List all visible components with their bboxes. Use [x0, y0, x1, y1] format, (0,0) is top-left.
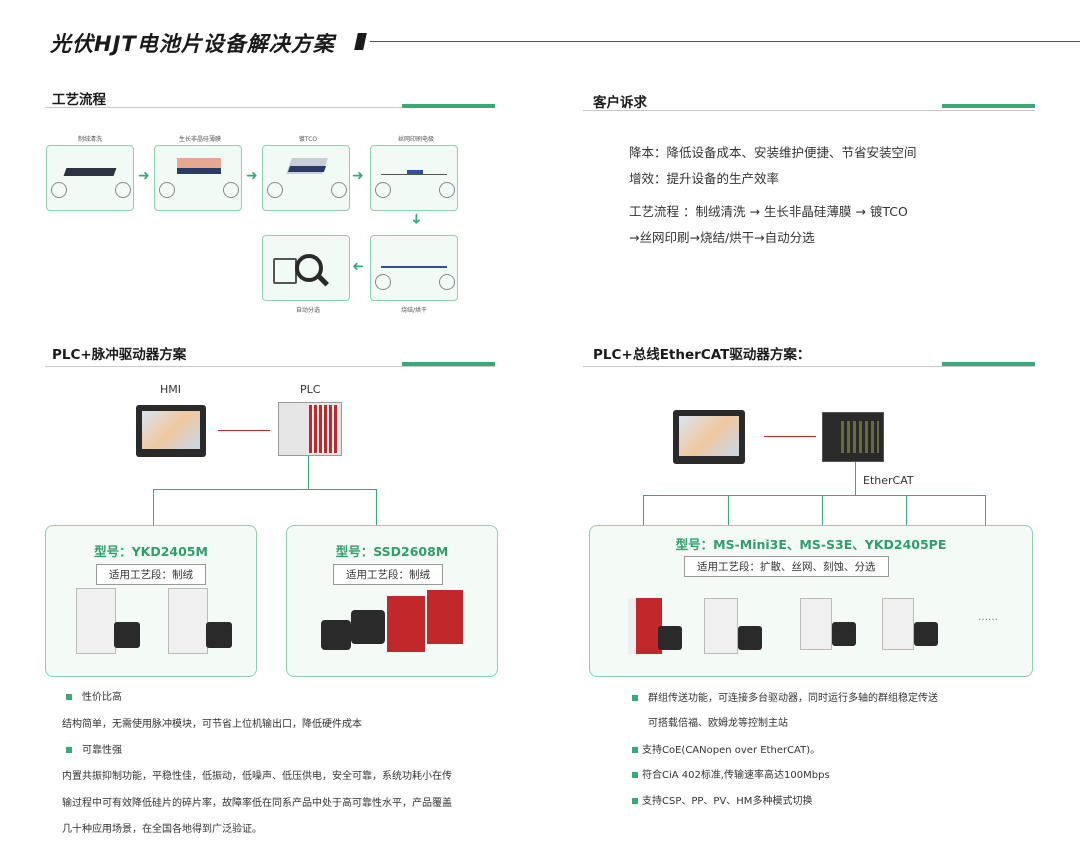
- bullet-icon: [632, 695, 638, 701]
- motor-image: [658, 626, 682, 650]
- bullet-icon: [66, 747, 72, 753]
- motor-image: [321, 620, 351, 650]
- page-title: 光伏HJT电池片设备解决方案: [50, 32, 335, 56]
- step-box-2: [154, 145, 242, 211]
- ethercat-divider: [583, 366, 1035, 367]
- card-tag: 适用工艺段：制绒: [96, 564, 206, 585]
- card-model: 型号：SSD2608M: [335, 544, 449, 559]
- ethercat-bullet-2: 支持CoE(CANopen over EtherCAT)。: [632, 741, 820, 756]
- step-box-3: [262, 145, 350, 211]
- ethercat-section-title: PLC+总线EtherCAT驱动器方案：: [593, 347, 811, 363]
- pulse-bullet-2: 可靠性强: [66, 741, 122, 756]
- ethercat-label: EtherCAT: [863, 474, 914, 487]
- title-divider: [370, 41, 1080, 42]
- ethercat-bullet-3: 符合CiA 402标准,传输速率高达100Mbps: [632, 766, 830, 781]
- pulse-card-1: 型号：YKD2405M 适用工艺段：制绒: [45, 525, 257, 677]
- arrow-right-icon: ➜: [352, 168, 364, 184]
- pulse-card-2: 型号：SSD2608M 适用工艺段：制绒: [286, 525, 498, 677]
- driver-image: [628, 598, 662, 654]
- pulse-text-2-line2: 输过程中可有效降低硅片的碎片率，故障率低在同系产品中处于高可靠性水平，产品覆盖: [62, 798, 452, 809]
- step-box-5: [370, 235, 458, 301]
- demand-process-2: →丝网印刷→烧结/烘干→自动分选: [629, 230, 815, 245]
- pulse-text-2-line1: 内置共振抑制功能，平稳性佳，低振动，低噪声、低压供电，安全可靠，系统功耗小在传: [62, 771, 452, 782]
- ethercat-bullet-1-cont: 可搭载倍福、欧姆龙等控制主站: [648, 718, 788, 729]
- driver-image: [76, 588, 116, 654]
- hmi-plc-link: [218, 430, 270, 431]
- driver-image: [882, 598, 914, 650]
- step-box-6: [262, 235, 350, 301]
- card-model: 型号：MS-Mini3E、MS-S3E、YKD2405PE: [675, 537, 947, 552]
- driver-image: [427, 590, 463, 644]
- driver-image: [168, 588, 208, 654]
- pulse-bullet-1: 性价比高: [66, 688, 122, 703]
- motor-image: [738, 626, 762, 650]
- arrow-right-icon: ➜: [138, 168, 150, 184]
- plc-device: [822, 412, 884, 462]
- hmi-device: [136, 405, 206, 457]
- demand-cost: 降本：降低设备成本、安装维护便捷、节省安装空间: [629, 145, 917, 160]
- ethercat-bullet-1: 群组传送功能，可连接多台驱动器，同时运行多轴的群组稳定传送: [632, 689, 938, 704]
- process-section-title: 工艺流程: [52, 92, 106, 108]
- bullet-text: 可靠性强: [82, 745, 122, 756]
- arrow-right-icon: ➜: [246, 168, 258, 184]
- step-label-6: 自动分选: [295, 307, 320, 314]
- pulse-accent: [402, 362, 495, 366]
- motor-image: [114, 622, 140, 648]
- demand-accent: [942, 104, 1035, 108]
- hmi-plc-link: [764, 436, 816, 437]
- bullet-icon: [66, 694, 72, 700]
- driver-image: [387, 596, 425, 652]
- ethercat-bullet-4: 支持CSP、PP、PV、HM多种模式切换: [632, 792, 812, 807]
- pulse-divider: [45, 366, 495, 367]
- title-mark: [354, 33, 367, 50]
- hmi-label: HMI: [160, 383, 182, 396]
- card-tag: 适用工艺段：制绒: [333, 564, 443, 585]
- motor-image: [914, 622, 938, 646]
- motor-image: [206, 622, 232, 648]
- hmi-device: [673, 410, 745, 464]
- process-accent: [402, 104, 495, 108]
- demand-divider: [583, 110, 1035, 111]
- plc-label: PLC: [300, 383, 321, 396]
- step-label-1: 制绒清洗: [77, 136, 102, 143]
- motor-image: [351, 610, 385, 644]
- step-box-1: [46, 145, 134, 211]
- bullet-icon: [632, 772, 638, 778]
- bullet-text: 性价比高: [82, 692, 122, 703]
- step-label-3: 镀TCO: [298, 136, 318, 143]
- arrow-down-icon: ➜: [407, 213, 424, 225]
- process-divider: [45, 107, 495, 108]
- card-tag: 适用工艺段：扩散、丝网、刻蚀、分选: [684, 556, 889, 577]
- bullet-icon: [632, 798, 638, 804]
- arrow-left-icon: ➜: [352, 258, 364, 274]
- ethercat-card: 型号：MS-Mini3E、MS-S3E、YKD2405PE 适用工艺段：扩散、丝…: [589, 525, 1033, 677]
- step-label-4: 丝网印刷电极: [397, 136, 434, 143]
- motor-image: [832, 622, 856, 646]
- pulse-text-2-line3: 几十种应用场景，在全国各地得到广泛验证。: [62, 824, 262, 835]
- ethercat-accent: [942, 362, 1035, 366]
- bullet-text: 群组传送功能，可连接多台驱动器，同时运行多轴的群组稳定传送: [648, 693, 938, 704]
- more-ellipsis: ……: [978, 612, 998, 623]
- pulse-section-title: PLC+脉冲驱动器方案: [52, 347, 187, 363]
- bullet-text: 支持CSP、PP、PV、HM多种模式切换: [642, 796, 813, 807]
- bullet-text: 符合CiA 402标准,传输速率高达100Mbps: [642, 770, 830, 781]
- demand-section-title: 客户诉求: [593, 95, 647, 111]
- demand-process-1: 工艺流程 ：制绒清洗 → 生长非晶硅薄膜 → 镀TCO: [629, 204, 908, 219]
- demand-efficiency: 增效：提升设备的生产效率: [629, 171, 780, 186]
- driver-image: [704, 598, 738, 654]
- pulse-text-1: 结构简单，无需使用脉冲模块，可节省上位机输出口，降低硬件成本: [62, 719, 362, 730]
- plc-device: [278, 402, 342, 456]
- bullet-icon: [632, 747, 638, 753]
- step-label-5: 烧结/烘干: [400, 307, 428, 314]
- step-label-2: 生长非晶硅薄膜: [178, 136, 221, 143]
- card-model: 型号：YKD2405M: [94, 544, 208, 559]
- driver-image: [800, 598, 832, 650]
- step-box-4: [370, 145, 458, 211]
- bullet-text: 支持CoE(CANopen over EtherCAT)。: [642, 745, 821, 756]
